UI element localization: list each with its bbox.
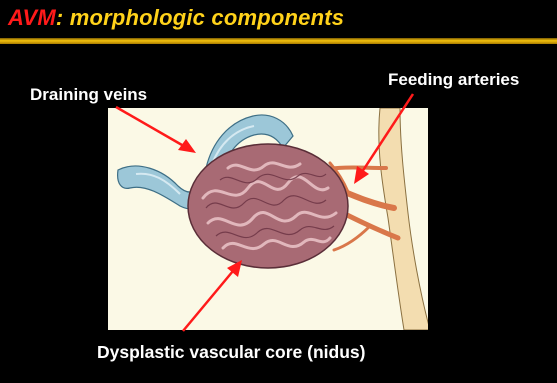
draining-veins-arrow (116, 107, 196, 153)
feeding-arteries-arrow (354, 94, 413, 184)
nidus-arrow (183, 260, 242, 331)
